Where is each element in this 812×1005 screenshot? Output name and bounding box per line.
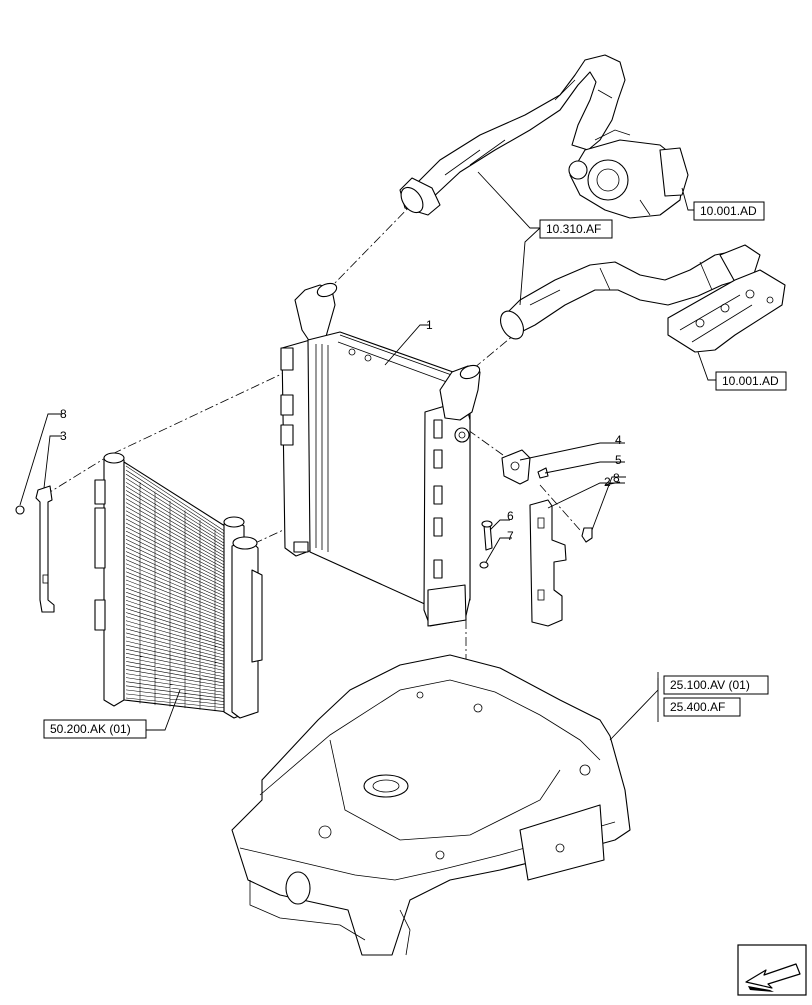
- left-bracket: [15, 485, 55, 613]
- ref-chassis-2[interactable]: 25.400.AF: [663, 697, 741, 717]
- ref-condenser-label: 50.200.AK (01): [50, 722, 131, 736]
- callout-7: 7: [507, 529, 514, 543]
- ref-chassis-2-label: 25.400.AF: [670, 700, 725, 714]
- ref-chassis-1-label: 25.100.AV (01): [670, 678, 750, 692]
- ref-manifold-label: 10.001.AD: [722, 374, 779, 388]
- callout-4: 4: [615, 433, 622, 447]
- navigation-arrow-icon[interactable]: [737, 944, 807, 996]
- ref-hose[interactable]: 10.310.AF: [539, 219, 613, 239]
- small-bracket: [501, 449, 549, 485]
- ref-hose-label: 10.310.AF: [546, 222, 601, 236]
- callout-numbers: 1 4 5 2 8 6 7 8 3: [60, 318, 622, 543]
- reference-boxes: 10.001.AD 10.310.AF 10.001.AD 25.100.AV …: [43, 201, 787, 739]
- callout-8-right: 8: [613, 471, 620, 485]
- right-bracket: [529, 499, 593, 627]
- chassis-frame: [231, 654, 631, 956]
- intercooler: [280, 282, 481, 627]
- callout-6: 6: [507, 509, 514, 523]
- ref-turbocharger[interactable]: 10.001.AD: [693, 201, 765, 221]
- ref-turbocharger-label: 10.001.AD: [700, 204, 757, 218]
- ref-condenser[interactable]: 50.200.AK (01): [43, 719, 147, 739]
- callout-3: 3: [60, 429, 67, 443]
- exhaust-manifold: [667, 269, 786, 353]
- bolt-and-washer: [479, 520, 493, 569]
- lower-hose: [499, 244, 761, 340]
- callout-5: 5: [615, 453, 622, 467]
- callout-2: 2: [604, 475, 611, 489]
- turbocharger: [568, 129, 689, 219]
- ref-manifold[interactable]: 10.001.AD: [715, 371, 787, 391]
- callout-1: 1: [426, 318, 433, 332]
- ref-chassis-1[interactable]: 25.100.AV (01): [663, 675, 769, 695]
- condenser: [94, 452, 263, 719]
- callout-8-left: 8: [60, 407, 67, 421]
- upper-hose: [399, 54, 626, 216]
